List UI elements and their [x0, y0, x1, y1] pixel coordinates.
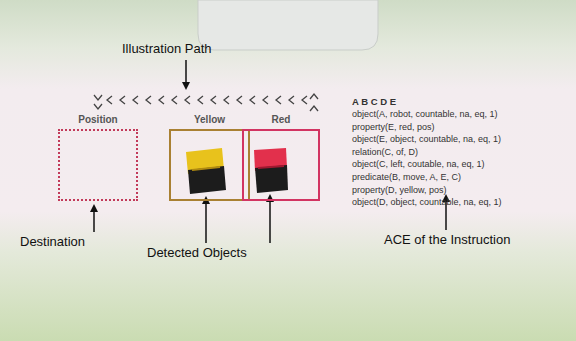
leader-lines [94, 60, 446, 243]
annotation: Destination [20, 234, 85, 249]
ace-line: object(C, left, coutable, na, eq, 1) [352, 159, 485, 170]
box-heading: Position [58, 114, 138, 126]
ace-line: property(E, red, pos) [352, 122, 435, 133]
ace-line: predicate(B, move, A, E, C) [352, 172, 461, 183]
box-frame [242, 129, 320, 201]
yellow-cube [186, 148, 226, 194]
illustration-path [94, 94, 318, 111]
object-box: Yellow [169, 114, 250, 201]
box-frame [169, 129, 250, 201]
device-base [198, 0, 378, 50]
ace-line: property(D, yellow, pos) [352, 185, 447, 196]
object-box: Position [58, 114, 138, 201]
annotation: Detected Objects [147, 245, 247, 260]
box-heading: Red [242, 114, 320, 126]
annotation: Illustration Path [122, 41, 212, 56]
ace-line: object(A, robot, countable, na, eq, 1) [352, 109, 498, 120]
object-box: Red [242, 114, 320, 201]
ace-line: relation(C, of, D) [352, 147, 418, 158]
ace-line: object(D, object, countable, na, eq, 1) [352, 197, 502, 208]
ace-header: A B C D E [352, 96, 396, 107]
red-cube [254, 148, 288, 193]
box-heading: Yellow [169, 114, 250, 126]
box-frame [58, 129, 138, 201]
ace-line: object(E, object, countable, na, eq, 1) [352, 134, 501, 145]
annotation: ACE of the Instruction [384, 232, 510, 247]
